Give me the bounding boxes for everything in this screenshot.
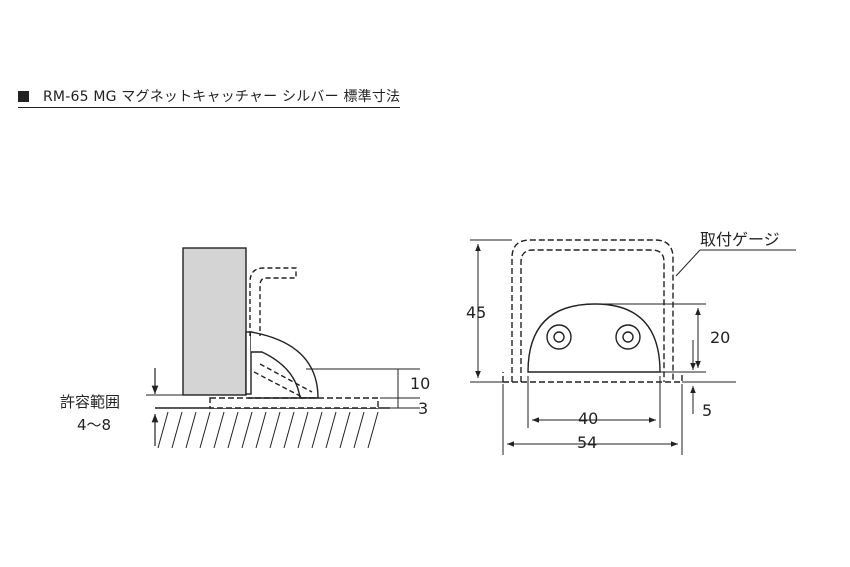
door-bracket — [245, 331, 252, 395]
screw-hole-left-outer — [546, 324, 572, 350]
gauge-hook-dashed — [249, 267, 297, 336]
screw-hole-left-inner — [553, 331, 565, 343]
gauge-outer-dashed — [511, 239, 674, 382]
gauge-base-dashed — [502, 372, 683, 383]
side-view — [155, 247, 390, 449]
screw-hole-right-inner — [622, 331, 634, 343]
title-bullet-square — [18, 91, 29, 102]
dim-45-label: 45 — [466, 303, 486, 322]
dim-54-label: 54 — [577, 433, 597, 452]
dim-3-label: 3 — [418, 399, 428, 418]
dim-10-label: 10 — [410, 374, 430, 393]
dim-20-label: 20 — [710, 328, 730, 347]
dim-45 — [470, 239, 512, 383]
gauge-inner-dashed — [520, 249, 665, 382]
dim-20 — [600, 303, 706, 373]
floor-hatching — [157, 411, 379, 449]
height-dimensions — [306, 368, 420, 409]
catch-diagonal-dashed — [253, 363, 313, 399]
catch-body — [527, 303, 661, 373]
floor-plate — [209, 397, 379, 409]
gauge-label: 取付ゲージ — [700, 230, 780, 249]
dim-40 — [527, 376, 661, 428]
tolerance-dimension — [146, 368, 183, 446]
gauge-leader — [675, 249, 701, 277]
screw-hole-right-outer — [615, 324, 641, 350]
drawing-title: RM-65 MG マグネットキャッチャー シルバー 標準寸法 — [18, 86, 401, 108]
tolerance-label: 許容範囲 — [60, 393, 120, 411]
dim-5 — [682, 340, 736, 414]
front-view — [502, 239, 796, 383]
dim-5-label: 5 — [702, 401, 712, 420]
tolerance-range-label: 4～8 — [77, 416, 111, 434]
dim-54 — [502, 384, 683, 455]
dim-40-label: 40 — [578, 409, 598, 428]
door-panel — [182, 247, 247, 396]
title-text: RM-65 MG マグネットキャッチャー シルバー 標準寸法 — [43, 89, 401, 105]
